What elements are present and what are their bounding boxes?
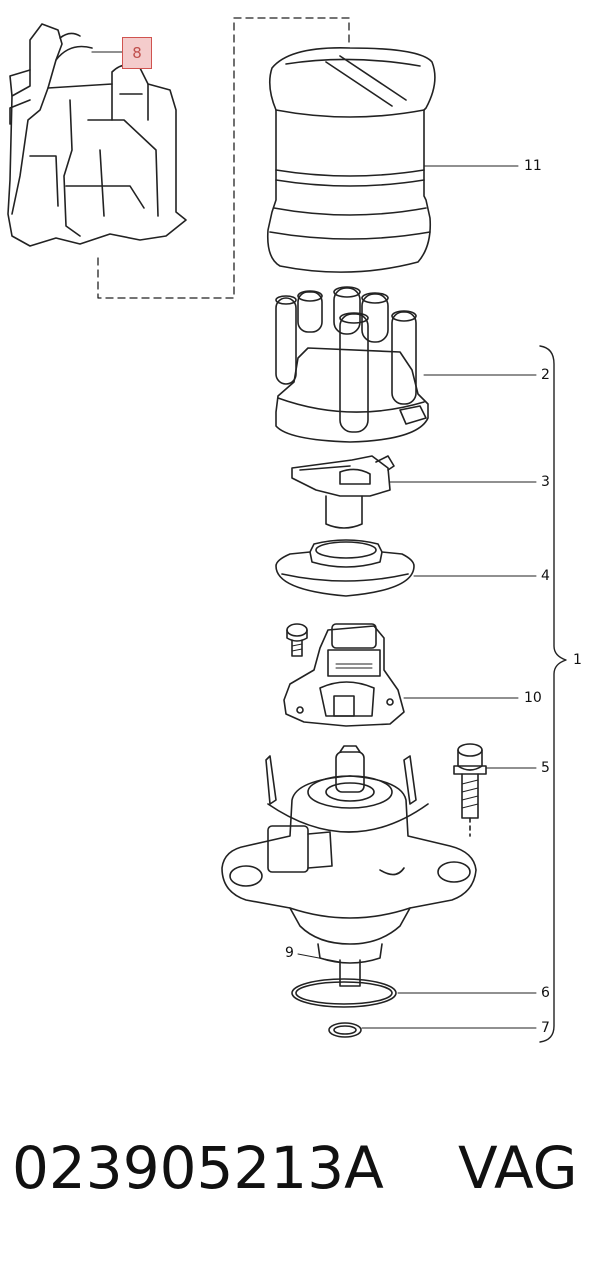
part-4-seal [275,539,537,597]
callout-3[interactable]: 3 [541,474,550,490]
distributor-housing [221,745,477,987]
callout-1[interactable]: 1 [573,652,582,668]
callout-11[interactable]: 11 [524,158,542,174]
callout-10[interactable]: 10 [524,690,542,706]
part-2-distributor-cap [275,286,537,443]
part-8-shield [7,23,187,247]
callout-4[interactable]: 4 [541,568,550,584]
part-5-bolt [453,743,537,837]
part-7-seal-ring [328,1022,537,1038]
part-6-o-ring [291,978,537,1008]
part-11-shield-cup [266,47,519,273]
dashed-connector [97,17,350,299]
part-number: 023905213A [12,1134,384,1202]
exploded-parts-diagram [7,17,567,1043]
group-bracket [539,345,567,1043]
callout-8[interactable]: 8 [122,37,152,69]
callout-5[interactable]: 5 [541,760,550,776]
callout-7[interactable]: 7 [541,1020,550,1036]
brand-name: VAG [458,1134,578,1202]
part-10-hall-sender [283,623,519,727]
callout-9[interactable]: 9 [285,945,294,961]
small-screw [286,623,308,657]
callout-6[interactable]: 6 [541,985,550,1001]
part-3-rotor [291,455,537,529]
callout-2[interactable]: 2 [541,367,550,383]
